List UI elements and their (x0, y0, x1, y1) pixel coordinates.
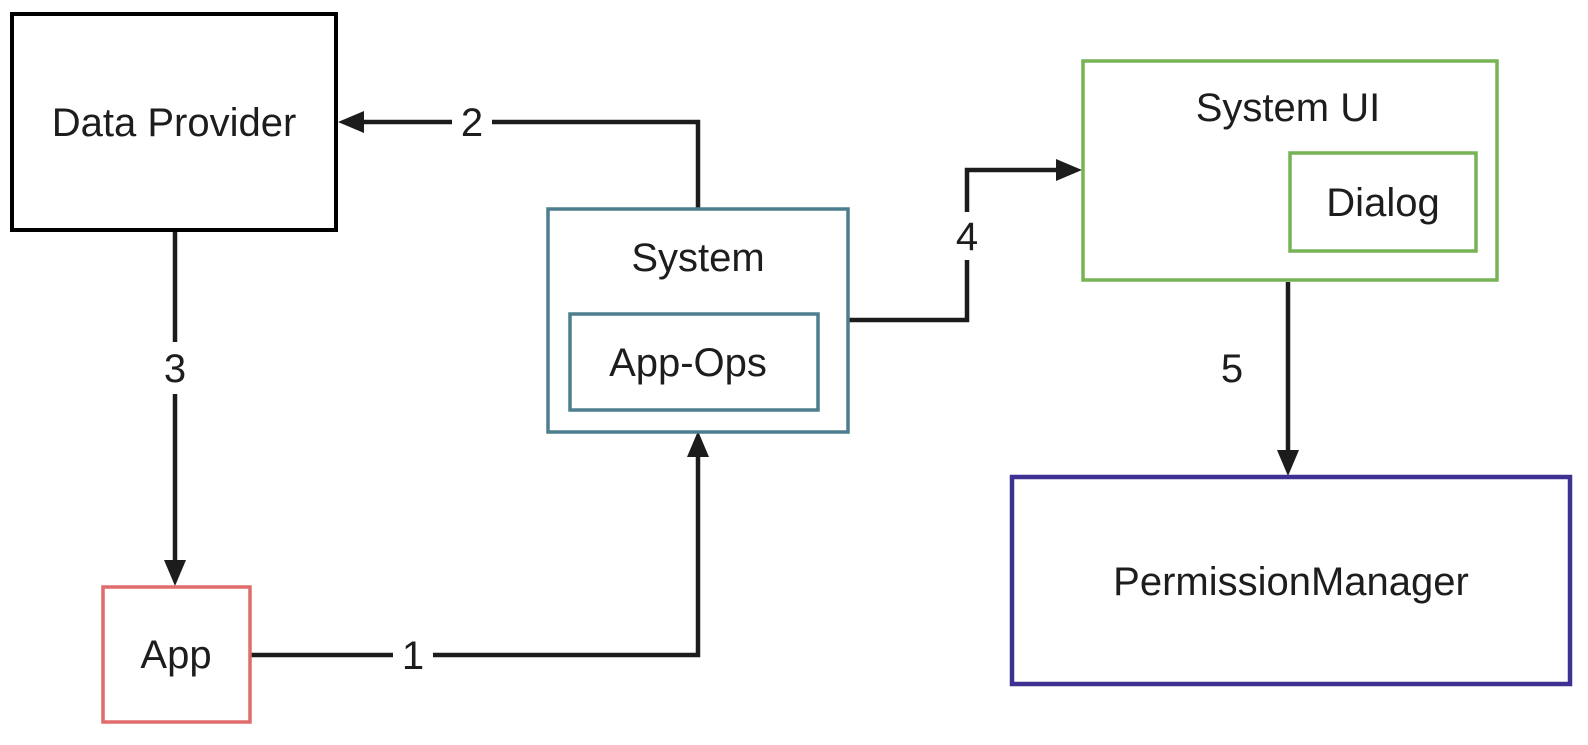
edge-label-4: 4 (956, 215, 978, 259)
edge-system-to-system-ui: 4 (848, 159, 1082, 323)
node-dialog-label: Dialog (1326, 181, 1439, 225)
node-app-ops-label: App-Ops (609, 341, 767, 385)
edge-app-to-system: 1 (250, 431, 709, 678)
edge-label-3: 3 (164, 347, 186, 391)
node-permission-manager-label: PermissionManager (1113, 560, 1469, 604)
node-app-ops: App-Ops (568, 312, 820, 412)
node-data-provider-label: Data Provider (52, 101, 297, 145)
arrowhead-down-icon (164, 560, 186, 586)
arrowhead-up-icon (687, 431, 709, 457)
node-system-ui: System UI Dialog (1081, 59, 1499, 282)
edge-system-ui-to-permission-manager: 5 (1221, 282, 1299, 476)
node-dialog: Dialog (1288, 151, 1478, 253)
edge-system-to-data-provider: 2 (338, 99, 701, 209)
node-app: App (101, 585, 252, 724)
arrowhead-down-icon (1277, 450, 1299, 476)
edge-data-provider-to-app: 3 (151, 231, 199, 586)
node-data-provider: Data Provider (10, 12, 338, 232)
edge-label-5: 5 (1221, 347, 1243, 391)
node-system-ui-label: System UI (1196, 86, 1380, 130)
node-permission-manager: PermissionManager (1009, 474, 1573, 687)
node-system-label: System (631, 236, 764, 280)
edge-label-1: 1 (402, 634, 424, 678)
edge-label-2: 2 (461, 101, 483, 145)
arrowhead-right-icon (1056, 159, 1082, 181)
arrowhead-left-icon (338, 111, 364, 133)
node-system: System App-Ops (546, 207, 850, 434)
node-app-label: App (140, 633, 211, 677)
